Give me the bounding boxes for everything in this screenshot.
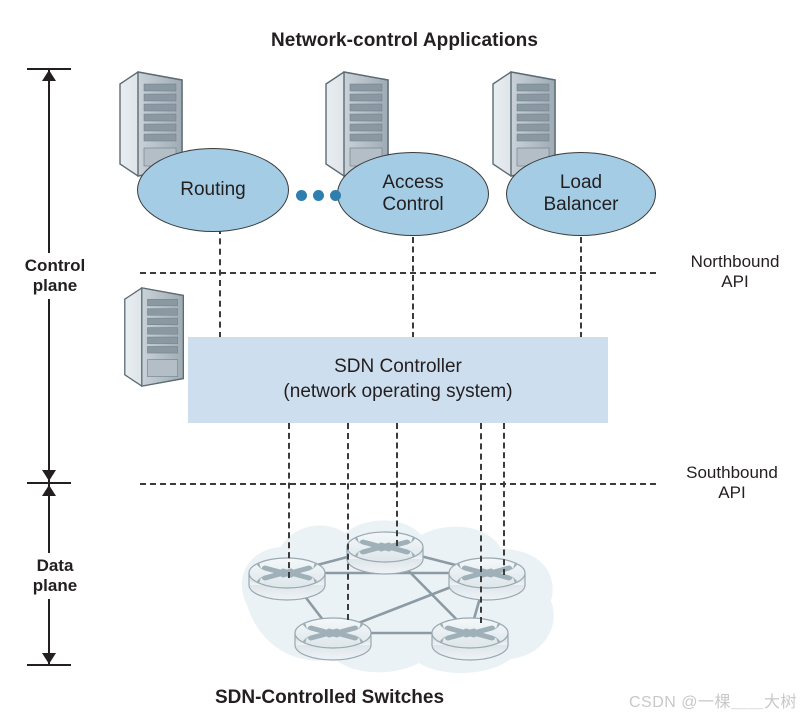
app-label-load-balancer-line1: Load xyxy=(559,172,603,194)
control-plane-label: Control plane xyxy=(0,253,110,300)
switch-node-bottom-right xyxy=(432,618,508,660)
app-label-load-balancer-line2: Balancer xyxy=(543,194,619,215)
ellipsis-dot-2 xyxy=(313,190,324,201)
app-label-routing: Routing xyxy=(180,179,246,201)
data-plane-down-arrowhead xyxy=(42,653,56,664)
data-plane-label-line1: Data xyxy=(36,556,74,575)
server-tower-icon-routing xyxy=(116,68,188,180)
bottom-title: SDN-Controlled Switches xyxy=(214,687,445,708)
app-ellipse-routing[interactable]: Routing xyxy=(137,148,289,232)
csdn-watermark: CSDN @一棵＿＿大树 xyxy=(628,694,797,711)
control-plane-label-line2: plane xyxy=(32,276,78,296)
switch-node-top xyxy=(347,532,423,574)
connector-access-control-to-controller xyxy=(412,237,414,338)
northbound-api-line xyxy=(140,272,656,274)
control-plane-down-arrowhead xyxy=(42,470,56,481)
switch-node-bottom-left xyxy=(295,618,371,660)
app-label-access-control-line2: Control xyxy=(382,194,444,215)
connector-controller-to-switch-4 xyxy=(480,423,482,623)
northbound-api-label: Northbound API xyxy=(660,252,809,293)
server-tower-icon-load-balancer xyxy=(489,68,561,180)
sdn-controller-box[interactable]: SDN Controller (network operating system… xyxy=(188,337,608,423)
connector-routing-to-controller xyxy=(219,228,221,338)
southbound-api-label-line2: API xyxy=(718,483,746,503)
ellipsis-dot-3 xyxy=(330,190,341,201)
northbound-api-label-line1: Northbound xyxy=(690,252,780,271)
data-plane-label-line2: plane xyxy=(32,576,78,596)
data-plane-up-arrowhead xyxy=(42,485,56,496)
sdn-controller-title: SDN Controller xyxy=(334,356,462,378)
ellipsis-dot-1 xyxy=(296,190,307,201)
southbound-api-line xyxy=(140,483,656,485)
data-plane-bottom-cap xyxy=(27,664,71,666)
switch-node-left xyxy=(249,558,325,600)
app-ellipse-access-control[interactable]: Access Control xyxy=(337,152,489,236)
app-label-access-control-line1: Access xyxy=(382,172,444,194)
data-plane-label: Data plane xyxy=(0,553,110,600)
app-ellipse-load-balancer[interactable]: Load Balancer xyxy=(506,152,656,236)
switch-network-topology xyxy=(225,505,575,680)
connector-controller-to-switch-5 xyxy=(503,423,505,575)
connector-controller-to-switch-1 xyxy=(288,423,290,578)
sdn-controller-subtitle: (network operating system) xyxy=(283,381,513,402)
northbound-api-label-line2: API xyxy=(721,272,749,292)
southbound-api-label-line1: Southbound xyxy=(686,463,778,482)
switch-node-right xyxy=(449,558,525,600)
top-title: Network-control Applications xyxy=(270,30,539,51)
control-plane-up-arrowhead xyxy=(42,70,56,81)
connector-controller-to-switch-2 xyxy=(347,423,349,620)
southbound-api-label: Southbound API xyxy=(657,463,807,504)
control-plane-label-line1: Control xyxy=(24,256,86,275)
server-tower-icon-controller xyxy=(121,283,189,391)
connector-load-balancer-to-controller xyxy=(580,237,582,338)
